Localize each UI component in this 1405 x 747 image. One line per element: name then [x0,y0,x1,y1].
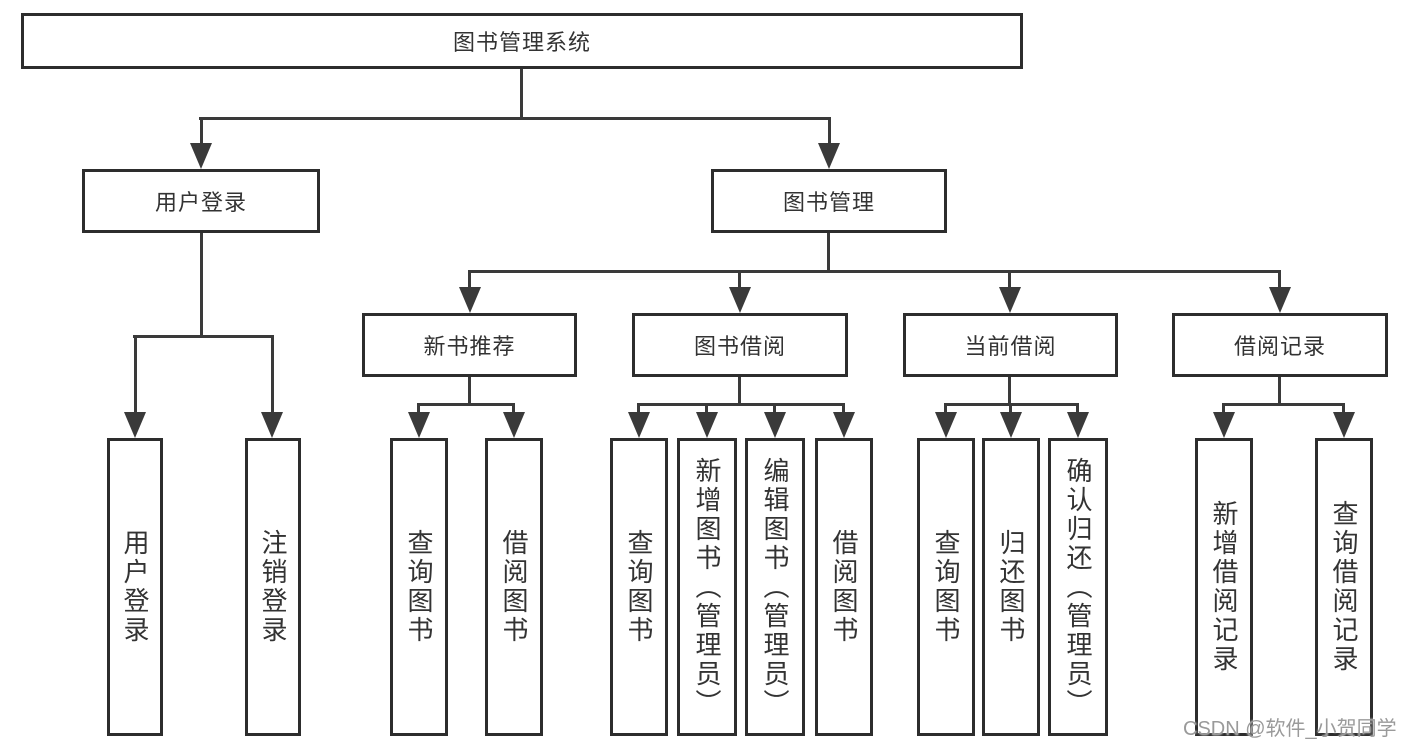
node-current-borrowing: 当前借阅 [903,313,1118,377]
connector-to-book-borrowing [738,270,741,289]
leaf-query-books-recommend: 查询图书 [390,438,448,736]
node-book-borrowing: 图书借阅 [632,313,848,377]
leaf-confirm-return-admin: 确认归还（管理员） [1048,438,1108,736]
leaf-borrow-books: 借阅图书 [815,438,873,736]
connector-root-crossbar [199,117,831,120]
csdn-watermark: CSDN @软件_小贺同学 [1183,718,1397,740]
arrow-down-icon [1213,412,1235,438]
arrow-down-icon [1000,412,1022,438]
connector-new-book-recommend-crossbar [417,403,515,406]
connector-to-new-book-recommend [468,270,471,289]
node-borrow-records: 借阅记录 [1172,313,1388,377]
connector-borrow-records-stem [1278,377,1281,406]
arrow-down-icon [628,412,650,438]
arrow-down-icon [190,143,212,169]
arrow-down-icon [764,412,786,438]
connector-root-stem [520,69,523,120]
connector-new-book-recommend-stem [468,377,471,406]
arrow-down-icon [1067,412,1089,438]
node-library-management-system: 图书管理系统 [21,13,1023,69]
leaf-query-books-current: 查询图书 [917,438,975,736]
connector-current-borrowing-stem [1008,377,1011,406]
leaf-query-books-borrowing: 查询图书 [610,438,668,736]
arrow-down-icon [696,412,718,438]
connector-leaf-drop [512,403,515,415]
connector-leaf-drop [842,403,845,415]
connector-user-login-crossbar [133,335,274,338]
arrow-down-icon [503,412,525,438]
connector-user-login-stem [200,233,203,338]
leaf-query-borrow-record: 查询借阅记录 [1315,438,1373,736]
connector-leaf-drop [1009,403,1012,415]
arrow-down-icon [1269,287,1291,313]
connector-leaf-drop [637,403,640,415]
leaf-add-borrow-record: 新增借阅记录 [1195,438,1253,736]
leaf-user-login: 用户登录 [107,438,163,736]
node-user-login: 用户登录 [82,169,320,233]
arrow-down-icon [935,412,957,438]
connector-leaf-drop [1222,403,1225,415]
connector-to-leaf-logout [271,335,274,414]
arrow-down-icon [999,287,1021,313]
leaf-return-books: 归还图书 [982,438,1040,736]
arrow-down-icon [459,287,481,313]
connector-leaf-drop [1342,403,1345,415]
leaf-add-book-admin: 新增图书（管理员） [677,438,737,736]
connector-to-current-borrowing [1008,270,1011,289]
connector-root-to-user-login [200,117,203,147]
arrow-down-icon [833,412,855,438]
connector-book-borrowing-stem [738,377,741,406]
connector-leaf-drop [773,403,776,415]
connector-book-management-stem [827,233,830,273]
node-book-management: 图书管理 [711,169,947,233]
connector-leaf-drop [1076,403,1079,415]
arrow-down-icon [124,412,146,438]
connector-book-management-crossbar [468,270,1280,273]
arrow-down-icon [261,412,283,438]
arrow-down-icon [729,287,751,313]
connector-root-to-book-management [828,117,831,147]
connector-leaf-drop [705,403,708,415]
arrow-down-icon [408,412,430,438]
connector-book-borrowing-crossbar [637,403,844,406]
node-new-book-recommend: 新书推荐 [362,313,577,377]
leaf-edit-book-admin: 编辑图书（管理员） [745,438,805,736]
connector-leaf-drop [944,403,947,415]
arrow-down-icon [1333,412,1355,438]
connector-to-leaf-user-login [134,335,137,414]
leaf-logout: 注销登录 [245,438,301,736]
connector-leaf-drop [417,403,420,415]
connector-to-borrow-records [1278,270,1281,289]
arrow-down-icon [818,143,840,169]
connector-borrow-records-crossbar [1222,403,1344,406]
leaf-borrow-books-recommend: 借阅图书 [485,438,543,736]
